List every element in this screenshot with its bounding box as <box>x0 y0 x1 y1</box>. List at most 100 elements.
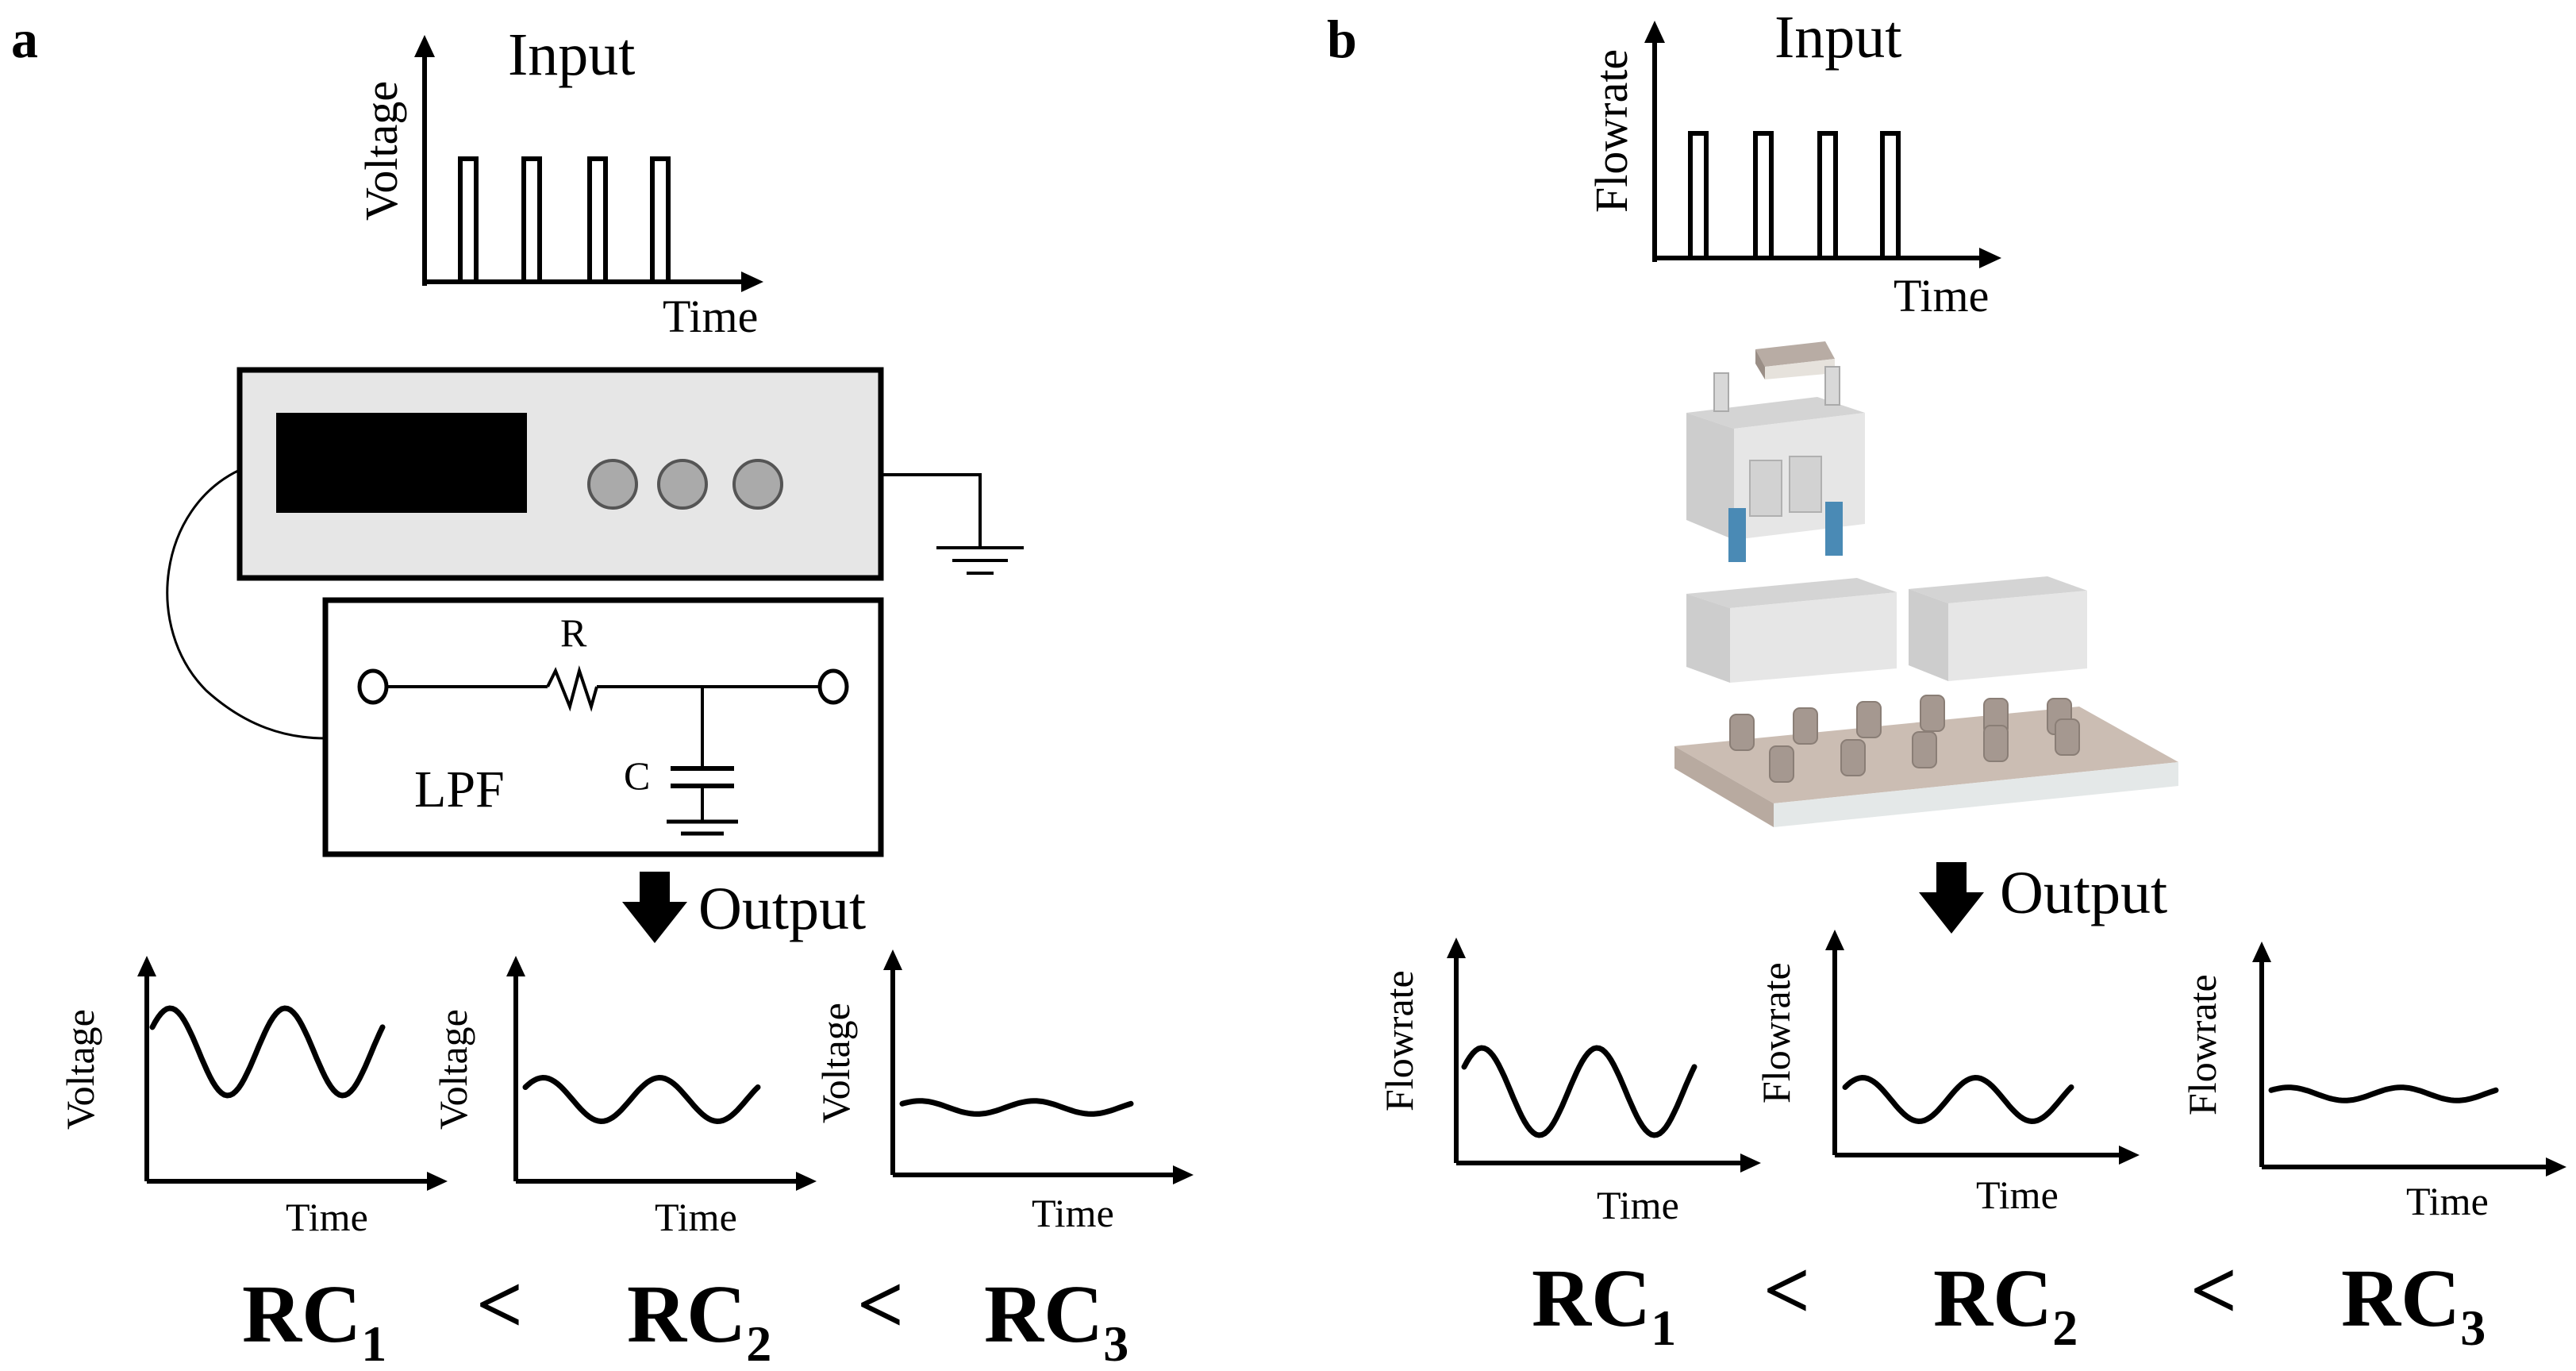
output-waveform <box>1842 1074 2074 1125</box>
lower-chip-1-top <box>1686 578 1897 608</box>
output-x-arrowhead <box>1740 1153 1761 1173</box>
output-waveform <box>1461 1045 1697 1138</box>
panel-a-rc-1: RC1 <box>242 1269 386 1371</box>
panel-a-input-ylabel: Voltage <box>356 81 407 221</box>
output-y-arrowhead <box>137 956 156 976</box>
panel-a-output-label: Output <box>698 876 866 942</box>
output-x-arrowhead <box>2546 1157 2566 1177</box>
filter-input-terminal <box>357 668 389 705</box>
panel-a-input-xlabel: Time <box>663 291 758 342</box>
panel-b-rc-1: RC1 <box>1532 1253 1676 1356</box>
panel-b-output-label: Output <box>2000 860 2167 926</box>
output-waveform <box>2268 1084 2499 1103</box>
panel-a-input-y-arrowhead <box>414 35 435 57</box>
output-x-arrowhead <box>427 1172 448 1191</box>
output-y-arrowhead <box>883 949 902 970</box>
output-waveform <box>149 1005 386 1099</box>
output-xlabel: Time <box>1032 1191 1114 1235</box>
output-xlabel: Time <box>1976 1173 2059 1217</box>
panel-b-rc-inequality: RC1 < RC2 < RC3 <box>1532 1245 2486 1356</box>
output-ylabel: Flowrate <box>1377 970 1421 1111</box>
low-pass-filter: R C LPF <box>322 597 884 857</box>
output-y-arrowhead <box>1447 938 1466 958</box>
output-xlabel: Time <box>655 1195 737 1239</box>
upper-chip-well-1 <box>1749 460 1782 517</box>
output-x-arrowhead <box>1173 1165 1194 1184</box>
generator-display <box>276 413 527 513</box>
output-xlabel: Time <box>2406 1179 2489 1223</box>
output-ylabel: Flowrate <box>2180 974 2224 1115</box>
base-plate-front <box>1774 762 2178 827</box>
down-arrow-icon <box>1919 862 1984 934</box>
generator-knob-3 <box>732 459 783 510</box>
output-y-arrowhead <box>2252 942 2271 962</box>
panel-a-input-x-arrowhead <box>741 272 763 292</box>
connecting-tube-2 <box>1825 502 1843 556</box>
signal-cable <box>166 468 326 740</box>
output-ylabel: Voltage <box>431 1009 475 1130</box>
capacitor-icon <box>667 766 738 836</box>
upper-chip-port-1 <box>1713 372 1729 412</box>
output-xlabel: Time <box>1597 1183 1679 1227</box>
connecting-tube-1 <box>1728 508 1746 562</box>
panel-a-input-pulse-train <box>425 156 714 284</box>
lower-chip-1-side <box>1686 594 1730 683</box>
base-pillars <box>1729 695 2080 783</box>
output-waveform <box>522 1074 761 1125</box>
panel-b: b Input Flowrate Time <box>1327 4 2566 1356</box>
generator-knob-1 <box>587 459 638 510</box>
output-waveform <box>899 1098 1134 1117</box>
ground-icon <box>936 546 1024 575</box>
panel-a-less-than-1: < <box>476 1259 523 1350</box>
device-top-cap-top <box>1755 341 1835 367</box>
output-xlabel: Time <box>286 1195 368 1239</box>
panel-a-less-than-2: < <box>857 1259 904 1350</box>
output-x-arrowhead <box>796 1172 817 1191</box>
filter-output-terminal <box>817 668 849 705</box>
upper-chip-top <box>1686 397 1865 429</box>
panel-b-input-x-arrowhead <box>1979 248 2001 268</box>
panel-b-less-than-2: < <box>2190 1245 2237 1336</box>
panel-a-rc-inequality: RC1 < RC2 < RC3 <box>242 1259 1128 1371</box>
panel-b-rc-3: RC3 <box>2341 1253 2486 1356</box>
output-ylabel: Voltage <box>813 1003 858 1123</box>
device-top-cap-front <box>1765 359 1835 379</box>
output-ylabel: Voltage <box>58 1009 102 1130</box>
panel-b-input-y-arrowhead <box>1644 21 1665 43</box>
panel-a: a Input Voltage Time <box>11 9 1194 1371</box>
microfluidic-device-illustration <box>1674 341 2178 827</box>
panel-b-input-xlabel: Time <box>1894 270 1989 322</box>
output-ylabel: Flowrate <box>1754 962 1798 1103</box>
lower-chip-2-top <box>1909 576 2087 603</box>
panel-b-less-than-1: < <box>1763 1245 1810 1336</box>
resistor-label: R <box>560 610 587 655</box>
function-generator <box>166 367 1024 740</box>
capacitor-label: C <box>624 753 650 798</box>
filter-label: LPF <box>414 761 505 818</box>
filter-box <box>322 597 884 857</box>
panel-b-input-ylabel: Flowrate <box>1586 49 1637 213</box>
resistor-icon <box>546 665 598 712</box>
base-plate-side <box>1674 746 1774 827</box>
output-x-arrowhead <box>2119 1146 2140 1165</box>
output-y-arrowhead <box>506 956 525 976</box>
lower-chip-2-front <box>1948 591 2087 681</box>
panel-b-input-pulse-train <box>1655 131 1944 260</box>
upper-chip-side <box>1686 413 1734 540</box>
panel-b-input-title: Input <box>1774 4 1901 71</box>
panel-a-input-title: Input <box>508 21 635 88</box>
upper-chip-port-2 <box>1824 366 1840 406</box>
panel-a-letter: a <box>11 9 38 69</box>
lower-chip-2-side <box>1909 589 1948 681</box>
down-arrow-icon <box>622 872 687 943</box>
panel-a-rc-3: RC3 <box>984 1269 1128 1371</box>
ground-wire <box>881 473 982 548</box>
panel-b-input-plot: Input Flowrate Time <box>1586 4 2001 322</box>
panel-b-rc-2: RC2 <box>1933 1253 2078 1356</box>
generator-knob-2 <box>657 459 708 510</box>
